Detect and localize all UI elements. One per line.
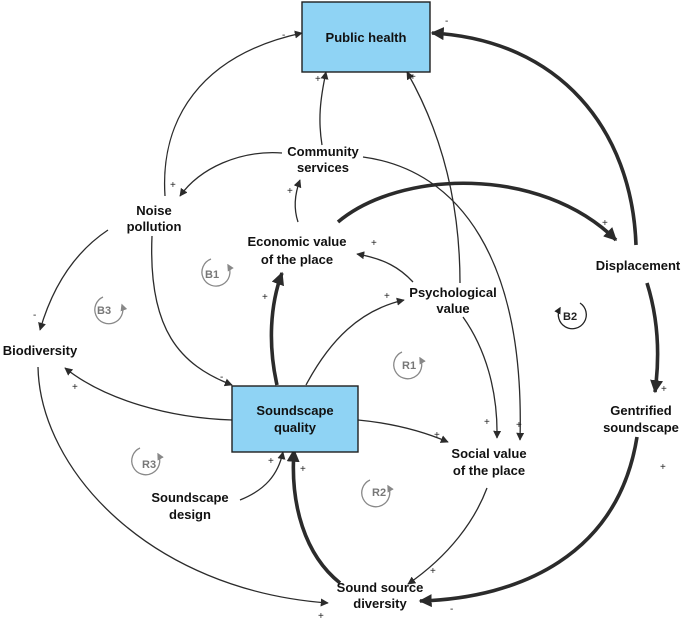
edge-psychological-public-health (406, 71, 461, 284)
edge-design-soundscape (239, 451, 286, 501)
polarity-sign: + (268, 456, 274, 467)
node-social-value: Social value of the place (451, 446, 526, 478)
edge-noise-soundscape (151, 235, 233, 387)
svg-text:Biodiversity: Biodiversity (3, 343, 78, 358)
polarity-sign: + (434, 430, 440, 441)
node-noise-pollution: Noise pollution (127, 203, 182, 234)
svg-text:Sound source: Sound source (337, 580, 424, 595)
svg-text:diversity: diversity (353, 596, 407, 611)
polarity-sign: + (318, 611, 324, 621)
node-soundscape-quality: Soundscape quality (231, 385, 359, 453)
node-community-services: Community services (287, 144, 359, 175)
loop-r3: R3 (131, 447, 164, 476)
svg-text:quality: quality (274, 420, 317, 435)
svg-text:services: services (297, 160, 349, 175)
svg-text:of the place: of the place (453, 463, 525, 478)
svg-text:soundscape: soundscape (603, 420, 679, 435)
polarity-sign: + (602, 218, 608, 229)
polarity-sign: + (430, 566, 436, 577)
polarity-sign: - (282, 30, 285, 41)
edge-community-social (362, 156, 525, 441)
node-biodiversity: Biodiversity (3, 343, 78, 358)
polarity-sign: + (170, 180, 176, 191)
edge-soundscape-economic (269, 271, 284, 386)
svg-text:value: value (436, 301, 469, 316)
svg-text:B1: B1 (205, 269, 219, 281)
node-public-health: Public health (301, 1, 431, 73)
polarity-sign: + (300, 464, 306, 475)
loop-b2: B2 (554, 302, 587, 330)
polarity-sign: + (72, 382, 78, 393)
svg-text:Soundscape: Soundscape (256, 403, 333, 418)
polarity-sign: + (371, 238, 377, 249)
svg-text:Social value: Social value (451, 446, 526, 461)
polarity-sign: + (384, 291, 390, 302)
svg-text:of the place: of the place (261, 252, 333, 267)
polarity-sign: + (661, 384, 667, 395)
polarity-sign: - (445, 16, 448, 27)
node-soundscape-design: Soundscape design (151, 490, 228, 522)
svg-text:pollution: pollution (127, 219, 182, 234)
polarity-sign: + (484, 417, 490, 428)
polarity-sign: + (315, 74, 321, 85)
svg-text:Public health: Public health (326, 30, 407, 45)
edge-psychological-social (462, 316, 502, 439)
edge-soundscape-biodiversity (64, 367, 233, 421)
edge-displacement-gentrified (645, 282, 664, 394)
edge-gentrified-sound-diversity (418, 436, 639, 608)
node-economic-value: Economic value of the place (248, 234, 347, 267)
polarity-sign: - (450, 604, 453, 615)
polarity-sign: - (220, 372, 223, 383)
svg-text:Noise: Noise (136, 203, 171, 218)
node-sound-source-diversity: Sound source diversity (337, 580, 424, 611)
svg-text:B3: B3 (97, 305, 111, 317)
edge-community-noise (179, 152, 283, 197)
svg-text:Displacement: Displacement (596, 258, 681, 273)
svg-text:Gentrified: Gentrified (610, 403, 671, 418)
loop-b3: B3 (94, 296, 128, 325)
svg-text:R2: R2 (372, 487, 386, 499)
svg-text:Community: Community (287, 144, 359, 159)
node-gentrified-soundscape: Gentrified soundscape (603, 403, 679, 435)
edge-soundscape-social (357, 419, 449, 443)
svg-text:Soundscape: Soundscape (151, 490, 228, 505)
edge-displacement-public-health (430, 27, 638, 246)
edge-community-public-health (319, 71, 329, 146)
edge-soundscape-psychological (305, 297, 405, 386)
polarity-sign: + (516, 420, 522, 431)
loop-r2: R2 (361, 479, 394, 508)
polarity-sign: + (262, 292, 268, 303)
edge-biodiversity-sound-diversity (37, 366, 329, 607)
edge-social-sound-diversity (407, 487, 488, 585)
svg-text:B2: B2 (563, 311, 577, 323)
edge-economic-community (293, 179, 302, 223)
svg-text:design: design (169, 507, 211, 522)
edge-noise-biodiversity (38, 229, 109, 331)
loop-b1: B1 (201, 258, 234, 287)
svg-text:R1: R1 (402, 360, 416, 372)
edge-psychological-economic (356, 251, 414, 283)
svg-text:Economic value: Economic value (248, 234, 347, 249)
edge-diversity-soundscape (286, 448, 342, 585)
node-displacement: Displacement (596, 258, 681, 273)
polarity-sign: + (287, 186, 293, 197)
edge-economic-displacement (336, 181, 618, 242)
edge-noise-public-health (163, 30, 303, 197)
svg-text:R3: R3 (142, 459, 156, 471)
polarity-sign: + (410, 72, 416, 83)
node-psychological-value: Psychological value (409, 285, 496, 316)
loop-r1: R1 (393, 351, 426, 380)
polarity-sign: - (33, 310, 36, 321)
svg-text:Psychological: Psychological (409, 285, 496, 300)
polarity-sign: + (660, 462, 666, 473)
